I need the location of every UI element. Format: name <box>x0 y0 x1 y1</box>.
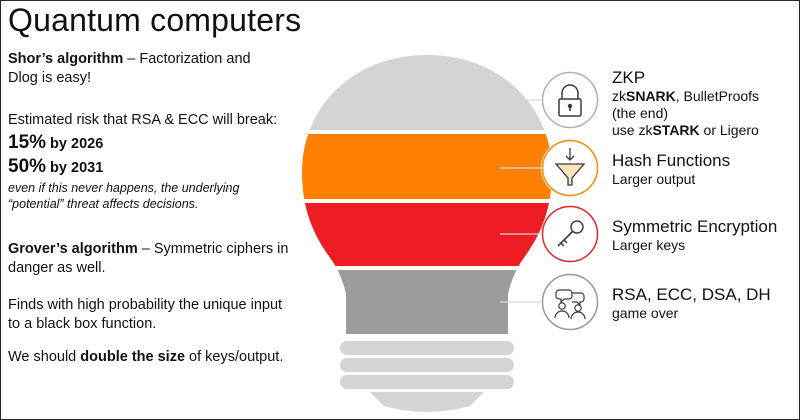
bulb-orange-band <box>302 134 552 199</box>
lock-icon <box>541 71 599 129</box>
zkp-line3-post: or Ligero <box>699 122 759 138</box>
hash-icon-circle <box>541 139 599 197</box>
risk-2026-pct: 15% <box>8 132 47 153</box>
bulb-base-ring-3 <box>340 375 514 389</box>
grover-term: Grover’s algorithm <box>8 241 138 257</box>
double-bold: double the size <box>80 349 186 365</box>
sym-heading: Symmetric Encryption <box>612 217 778 236</box>
risk-2026-year: by 2026 <box>46 136 104 152</box>
grover-paragraph: Grover’s algorithm – Symmetric ciphers i… <box>8 240 308 278</box>
risk-2031-pct: 50% <box>8 156 47 177</box>
rsa-label: RSA, ECC, DSA, DH game over <box>612 285 771 322</box>
bulb-top-band <box>302 55 552 130</box>
grover-line2: danger as well. <box>8 260 106 276</box>
zkp-line3-bold: STARK <box>652 122 700 138</box>
double-paragraph: We should double the size of keys/output… <box>8 348 308 367</box>
zkp-label: ZKP zkSNARK, BulletProofs (the end) use … <box>612 68 759 139</box>
risk-2031-year: by 2031 <box>46 160 104 176</box>
hash-label: Hash Functions Larger output <box>612 151 730 188</box>
finds-paragraph: Finds with high probability the unique i… <box>8 296 308 334</box>
rsa-heading: RSA, ECC, DSA, DH <box>612 285 771 304</box>
rsa-icon-circle <box>541 273 599 331</box>
page-title: Quantum computers <box>8 2 302 38</box>
shor-paragraph: Shor’s algorithm – Factorization and Dlo… <box>8 50 308 88</box>
finds-line1: Finds with high probability the unique i… <box>8 297 283 313</box>
sym-sub: Larger keys <box>612 237 686 253</box>
shor-rest: – Factorization and <box>123 51 251 67</box>
threat-note: even if this never happens, the underlyi… <box>8 180 288 212</box>
zkp-line3: use zkSTARK or Ligero <box>612 122 759 139</box>
risk-intro: Estimated risk that RSA & ECC will break… <box>8 112 278 128</box>
funnel-icon <box>541 139 599 197</box>
risk-2026: 15% by 2026 <box>8 132 103 155</box>
key-icon <box>541 205 599 263</box>
zkp-line3-pre: use zk <box>612 122 653 138</box>
hash-heading: Hash Functions <box>612 151 731 170</box>
zkp-line1-pre: zk <box>612 88 626 104</box>
shor-line2: Dlog is easy! <box>8 70 92 86</box>
zkp-line1-post: , BulletProofs <box>675 88 760 104</box>
bulb-gray-band <box>302 270 552 334</box>
finds-line2: to a black box function. <box>8 316 157 332</box>
people-chat-icon <box>541 273 599 331</box>
double-post: of keys/output. <box>185 349 284 365</box>
grover-rest: – Symmetric ciphers in <box>137 241 289 257</box>
bulb-base-ring-2 <box>340 358 514 372</box>
zkp-line1-bold: SNARK <box>626 88 676 104</box>
hash-sub: Larger output <box>612 171 696 187</box>
shor-term: Shor’s algorithm <box>8 51 124 67</box>
bulb-base-tip <box>370 392 484 412</box>
zkp-icon-circle <box>541 71 599 129</box>
risk-2031: 50% by 2031 <box>8 156 103 179</box>
zkp-line1: zkSNARK, BulletProofs <box>612 88 759 105</box>
zkp-heading: ZKP <box>612 68 646 87</box>
bulb-base-ring-1 <box>340 341 514 355</box>
note-line2: “potential” threat affects decisions. <box>8 197 199 211</box>
sym-icon-circle <box>541 205 599 263</box>
sym-label: Symmetric Encryption Larger keys <box>612 217 777 254</box>
rsa-sub: game over <box>612 305 679 321</box>
zkp-line2: (the end) <box>612 105 669 121</box>
note-line1: even if this never happens, the underlyi… <box>8 181 240 195</box>
double-pre: We should <box>8 349 81 365</box>
